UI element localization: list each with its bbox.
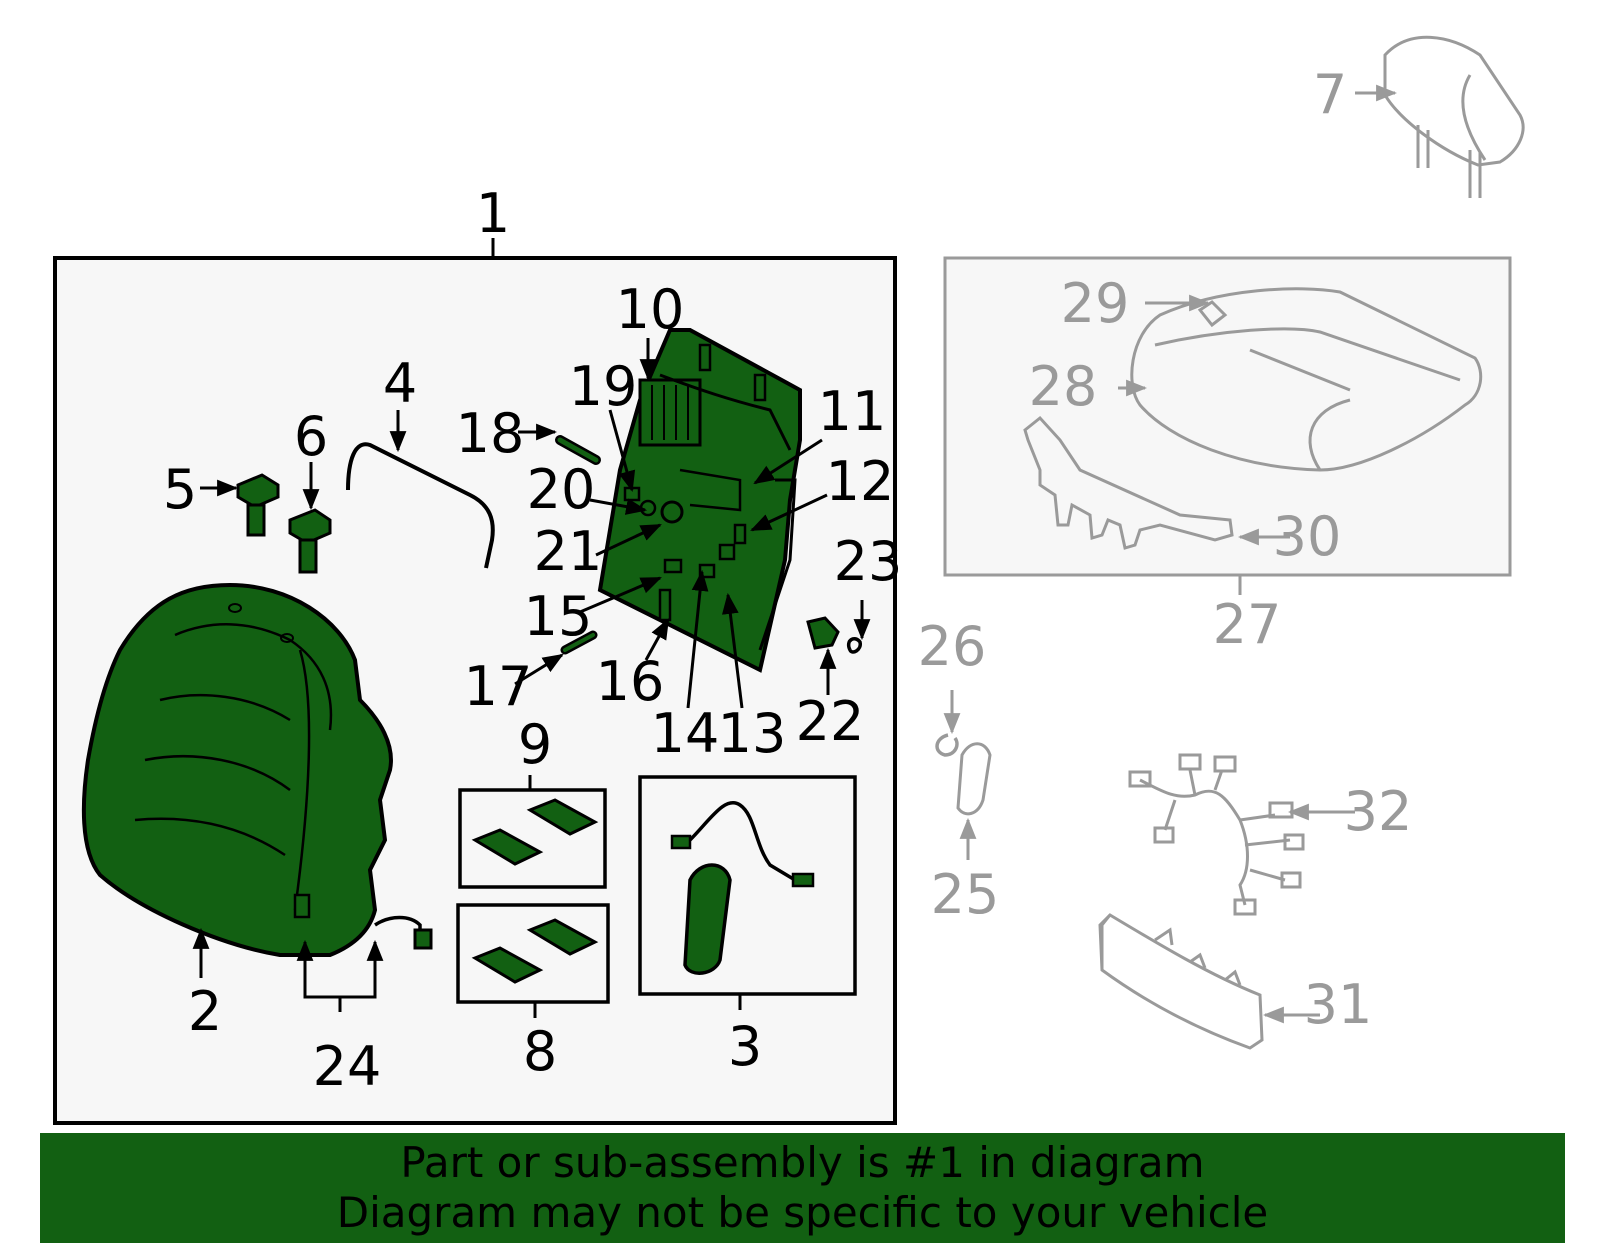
callout-1: 1 xyxy=(476,182,510,245)
callout-8: 8 xyxy=(523,1020,557,1083)
frame-30-part xyxy=(1023,415,1234,550)
leaders-gray xyxy=(943,84,1398,1024)
pad-8b-part xyxy=(526,918,599,956)
callout-27: 27 xyxy=(1213,593,1282,656)
callout-6: 6 xyxy=(294,405,328,468)
callout-28: 28 xyxy=(1029,355,1098,418)
callout-20: 20 xyxy=(527,458,596,521)
callout-18: 18 xyxy=(456,402,525,465)
callout-31: 31 xyxy=(1304,973,1373,1036)
callout-17: 17 xyxy=(464,655,533,718)
callout-26: 26 xyxy=(918,615,987,678)
callout-4: 4 xyxy=(383,352,417,415)
box-8 xyxy=(456,903,610,1004)
callout-11: 11 xyxy=(818,380,887,443)
trim-31-part xyxy=(1098,913,1264,1050)
leaders-dark xyxy=(192,338,871,1012)
cover-25-part xyxy=(956,742,992,816)
callout-5: 5 xyxy=(163,458,197,521)
headrest-7-part xyxy=(1383,35,1525,198)
harness-24-part xyxy=(374,915,422,935)
seatback-cover-part xyxy=(81,582,393,957)
fastener-5-part xyxy=(236,473,280,537)
clip-23-part xyxy=(847,637,862,654)
callout-29: 29 xyxy=(1061,272,1130,335)
notice-banner: Part or sub-assembly is #1 in diagram Di… xyxy=(40,1133,1565,1243)
pad-9b-part xyxy=(526,798,599,836)
callout-21: 21 xyxy=(534,520,603,583)
bushing-22-part xyxy=(806,616,840,650)
callout-7: 7 xyxy=(1313,63,1347,126)
callout-3: 3 xyxy=(728,1015,762,1078)
pad-9a-part xyxy=(471,828,544,866)
seat-cushion-28-part xyxy=(1130,287,1483,472)
rod-4-part xyxy=(346,442,495,569)
banner-line-2: Diagram may not be specific to your vehi… xyxy=(336,1188,1269,1237)
callout-25: 25 xyxy=(931,863,1000,926)
callout-13: 13 xyxy=(718,702,787,765)
harness-32-part xyxy=(1128,753,1305,916)
box-3 xyxy=(638,775,857,996)
cable-3-part xyxy=(688,801,796,882)
banner-line-1: Part or sub-assembly is #1 in diagram xyxy=(400,1138,1205,1187)
module-3-part xyxy=(683,863,732,975)
callout-23: 23 xyxy=(834,530,903,593)
callout-24: 24 xyxy=(313,1035,382,1098)
callout-10: 10 xyxy=(616,278,685,341)
callout-30: 30 xyxy=(1273,505,1342,568)
hook-26-part xyxy=(935,733,959,757)
callout-32: 32 xyxy=(1344,780,1413,843)
callout-14: 14 xyxy=(651,702,720,765)
callout-22: 22 xyxy=(796,690,865,753)
cushion-box xyxy=(943,256,1512,577)
callout-12: 12 xyxy=(826,450,895,513)
callout-16: 16 xyxy=(596,650,665,713)
connector-24-part xyxy=(413,928,433,950)
callout-9: 9 xyxy=(518,713,552,776)
callout-19: 19 xyxy=(569,355,638,418)
pad-8a-part xyxy=(471,946,544,984)
callout-15: 15 xyxy=(524,585,593,648)
callout-2: 2 xyxy=(188,980,222,1043)
